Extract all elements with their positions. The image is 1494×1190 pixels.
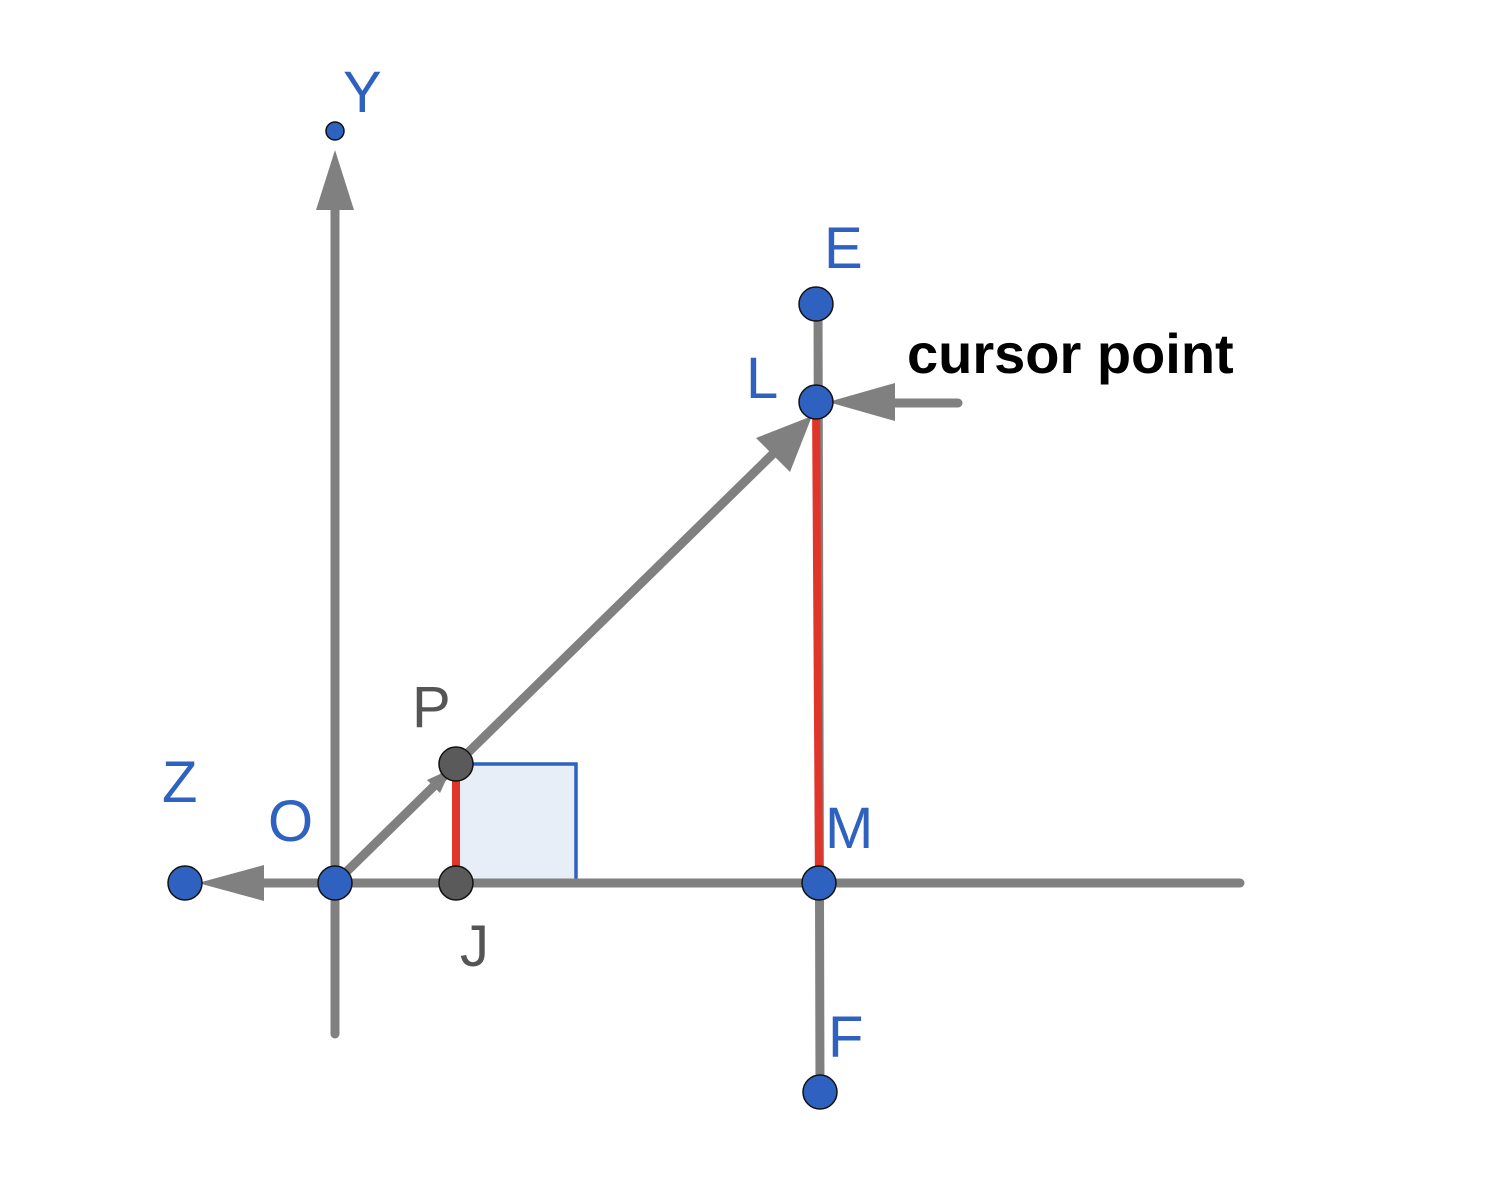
point-o [317,865,353,901]
point-e [798,286,834,322]
label-o: O [268,789,313,854]
point-z [167,865,203,901]
label-f: F [828,1005,863,1070]
label-p: P [412,675,451,740]
label-y: Y [343,60,382,125]
line-o-l [330,440,787,888]
label-e: E [824,216,863,281]
label-m: M [825,796,873,861]
point-j [438,865,474,901]
segment-l-m [812,401,823,884]
point-l [798,384,834,420]
point-f [802,1074,838,1110]
cursor-point-annotation: cursor point [907,322,1234,385]
cursor-pointer-arrow-icon [828,383,895,421]
arrow-to-z [198,865,264,901]
point-y [325,121,345,141]
arrow-to-l [756,416,812,472]
arrow-to-y [316,150,354,210]
point-p [438,746,474,782]
label-l: L [746,346,778,411]
right-angle-square [454,762,578,885]
point-m [801,865,837,901]
label-j: J [460,914,489,979]
label-z: Z [162,750,197,815]
